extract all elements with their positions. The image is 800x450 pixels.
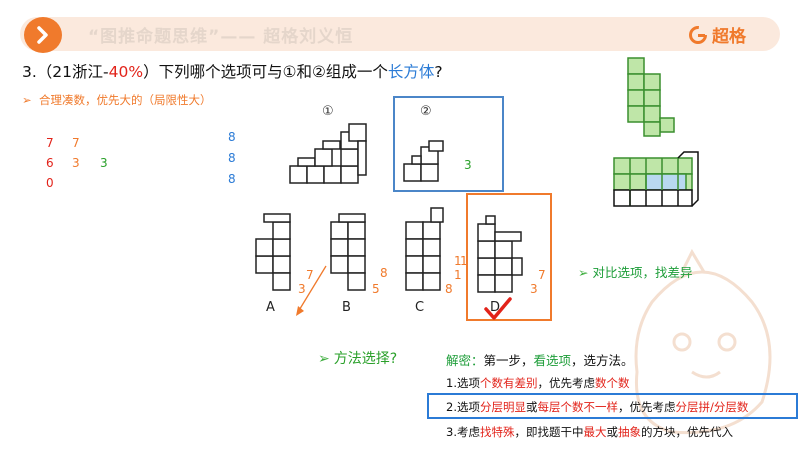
option-d-num: 1 xyxy=(460,254,468,268)
fig1-num: 8 xyxy=(228,172,236,186)
hint-text: ➢ 合理凑数，优先大的（局限性大） xyxy=(22,93,212,107)
option-d-box xyxy=(466,193,552,321)
left-num: 3 xyxy=(100,156,108,170)
header-bar xyxy=(20,17,780,51)
next-arrow-icon[interactable] xyxy=(24,17,62,53)
left-num: 3 xyxy=(72,156,80,170)
option-d-cubes xyxy=(477,215,523,293)
left-num: 6 xyxy=(46,156,54,170)
cuboid-figure xyxy=(613,151,699,207)
solution-step0: 解密：第一步，看选项，选方法。 xyxy=(446,353,634,368)
option-a-pointer-arrow xyxy=(296,265,327,316)
method-question: ➢方法选择? xyxy=(318,351,398,367)
figure1-label: ① xyxy=(322,104,334,119)
figure2-box xyxy=(393,96,504,192)
question-title: 3.（21浙江-40%）下列哪个选项可与①和②组成一个长方体? xyxy=(22,63,443,81)
header-title: “图推命题思维”—— 超格刘义恒 xyxy=(88,27,354,47)
brand-g-icon xyxy=(689,25,707,44)
highlight-box xyxy=(427,393,798,419)
option-c-num: 1 xyxy=(454,268,462,282)
fig1-num: 8 xyxy=(228,151,236,165)
fig1-num: 8 xyxy=(228,130,236,144)
option-d-num: 3 xyxy=(530,282,538,296)
option-b-label[interactable]: B xyxy=(342,300,351,315)
left-num: 0 xyxy=(46,176,54,190)
figure2-label: ② xyxy=(420,104,432,119)
option-a-cubes xyxy=(255,213,291,291)
green-stack-figure xyxy=(627,57,675,137)
option-c-label[interactable]: C xyxy=(415,300,425,315)
figure2-count: 3 xyxy=(464,158,472,172)
figure2-cubes xyxy=(403,140,444,182)
option-c-num: 8 xyxy=(445,282,453,296)
option-a-num: 7 xyxy=(306,268,314,282)
option-c-num: 1 xyxy=(454,254,462,268)
check-mark-icon xyxy=(484,297,512,320)
left-num: 7 xyxy=(72,136,80,150)
option-d-label[interactable]: D xyxy=(490,300,501,315)
option-a-num: 3 xyxy=(298,282,306,296)
compare-options-note: ➢对比选项，找差异 xyxy=(578,265,693,280)
option-d-num: 7 xyxy=(538,268,546,282)
solution-line1: 1.选项个数有差别，优先考虑数个数 xyxy=(446,376,630,390)
option-b-cubes xyxy=(330,213,366,291)
left-num: 7 xyxy=(46,136,54,150)
option-b-num: 5 xyxy=(372,282,380,296)
mascot-watermark xyxy=(634,248,772,435)
brand-logo: 超格 xyxy=(688,22,746,47)
figure1-cubes xyxy=(289,123,367,184)
option-c-cubes xyxy=(405,207,444,291)
option-b-num: 8 xyxy=(380,266,388,280)
brand-text: 超格 xyxy=(712,27,746,47)
solution-line3: 3.考虑找特殊，即找题干中最大或抽象的方块，优先代入 xyxy=(446,425,733,439)
solution-line2: 2.选项分层明显或每层个数不一样，优先考虑分层拼/分层数 xyxy=(446,400,749,414)
option-a-label[interactable]: A xyxy=(266,300,275,315)
